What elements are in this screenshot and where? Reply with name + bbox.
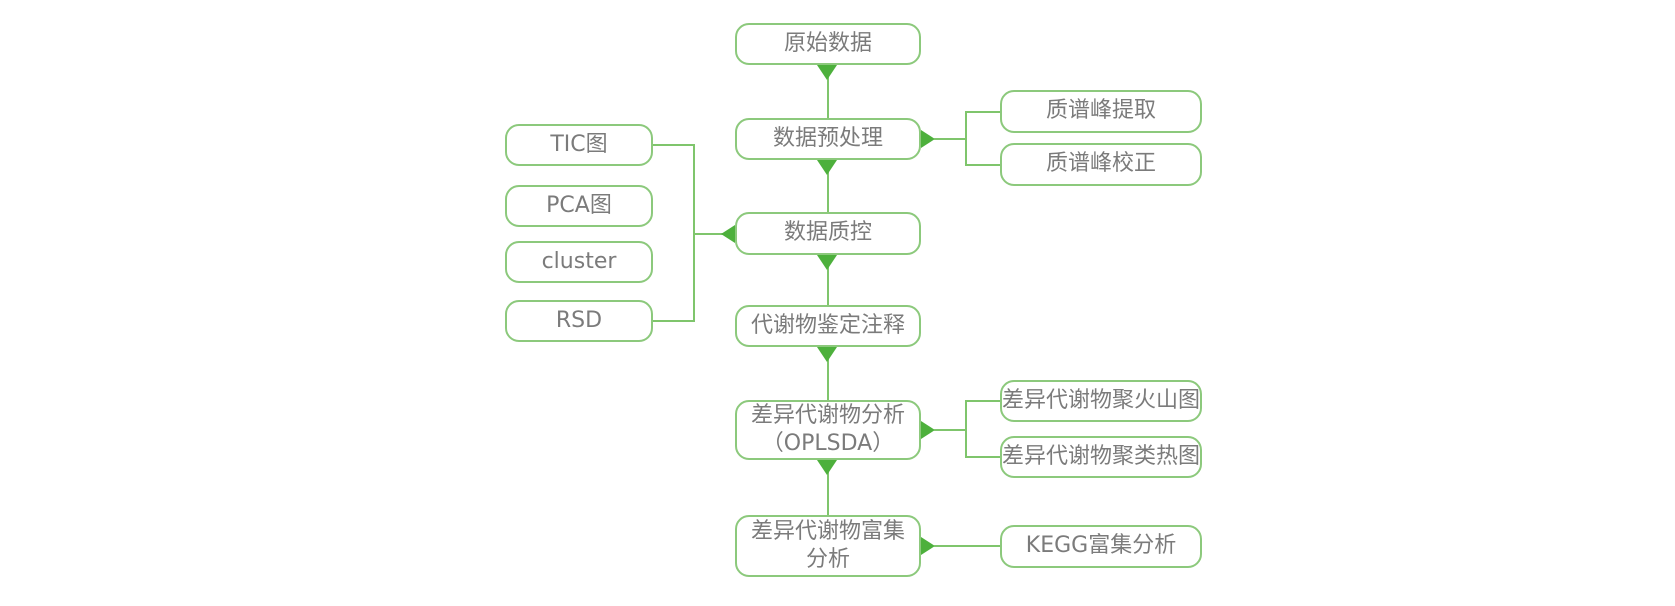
arrowhead-left-icon [721,225,735,243]
arrowhead-down-icon [817,347,837,362]
connector-raw-to-preprocessing [827,65,829,118]
arrowhead-right-icon [921,130,935,148]
node-rsd: RSD [505,300,653,342]
connector-annotation-to-diff [827,347,829,400]
connector-peak-correction-stub [965,164,1000,166]
connector-peak-extraction-stub [965,111,1000,113]
node-diff-analysis: 差异代谢物分析 （OPLSDA） [735,400,921,460]
arrowhead-right-icon [921,421,935,439]
arrowhead-down-icon [817,65,837,80]
connector-volcano-stub [965,400,1000,402]
arrowhead-down-icon [817,460,837,475]
connector-heatmap-stub [965,456,1000,458]
connector-rsd-stub [653,320,694,322]
node-pca: PCA图 [505,185,653,227]
node-cluster: cluster [505,241,653,283]
connector-preprocessing-to-qc [827,160,829,212]
node-raw-data: 原始数据 [735,23,921,65]
connector-right-bracket-2 [965,400,967,458]
node-peak-extraction: 质谱峰提取 [1000,90,1202,133]
arrowhead-down-icon [817,160,837,175]
arrowhead-right-icon [921,537,935,555]
node-cluster-heatmap: 差异代谢物聚类热图 [1000,436,1202,478]
connector-diff-to-enrichment [827,460,829,515]
node-preprocessing: 数据预处理 [735,118,921,160]
node-kegg: KEGG富集分析 [1000,525,1202,568]
node-peak-correction: 质谱峰校正 [1000,143,1202,186]
node-annotation: 代谢物鉴定注释 [735,305,921,347]
connector-qc-left-stub [693,233,724,235]
node-tic: TIC图 [505,124,653,166]
connector-qc-to-annotation [827,255,829,305]
node-enrichment: 差异代谢物富集 分析 [735,515,921,577]
connector-preprocessing-right [934,138,967,140]
connector-right-bracket-1 [965,111,967,166]
connector-tic-stub [653,144,694,146]
connector-enrichment-to-kegg [934,545,1000,547]
arrowhead-down-icon [817,255,837,270]
connector-diff-right [934,429,967,431]
node-volcano-plot: 差异代谢物聚火山图 [1000,380,1202,422]
node-quality-control: 数据质控 [735,212,921,255]
